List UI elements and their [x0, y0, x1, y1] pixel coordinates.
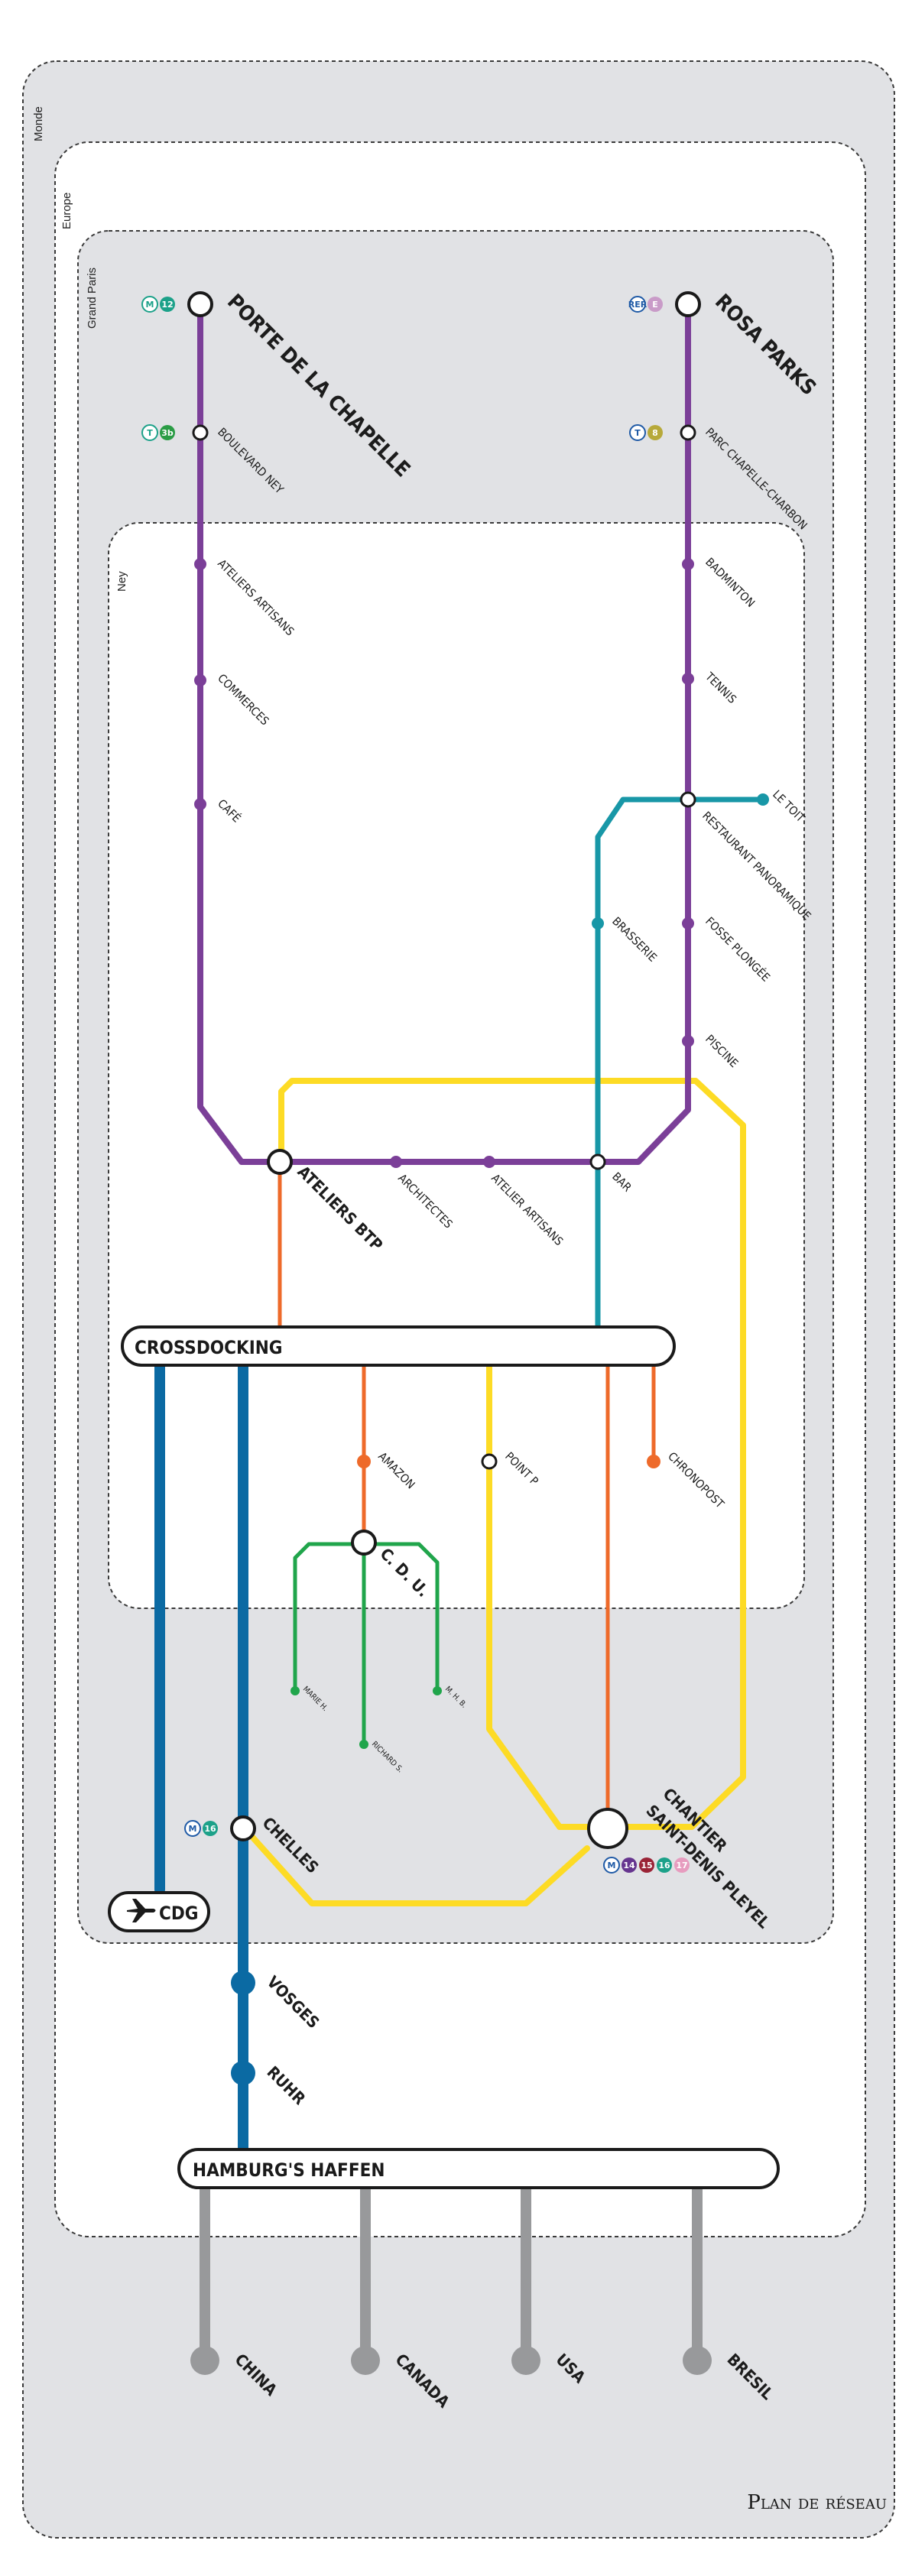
svg-text:14: 14 — [623, 1861, 635, 1870]
station-amazon — [357, 1455, 371, 1468]
zone-label-grand-paris: Grand Paris — [86, 268, 99, 329]
interchange-rosa-parks — [675, 291, 701, 317]
svg-text:12: 12 — [161, 300, 173, 310]
station-richard — [359, 1740, 368, 1749]
station-canada — [351, 2346, 380, 2375]
lines — [154, 304, 766, 2363]
zone-ney — [108, 522, 805, 1609]
station-dots — [187, 291, 769, 2375]
station-le-toit — [757, 793, 769, 806]
svg-text:8: 8 — [652, 428, 658, 438]
station-ruhr — [231, 2061, 255, 2085]
svg-text:3b: 3b — [161, 428, 174, 438]
interchange-parc-chapelle — [680, 424, 696, 441]
station-bresil — [683, 2346, 712, 2375]
svg-text:16: 16 — [204, 1824, 216, 1834]
station-piscine — [682, 1035, 694, 1047]
airplane-icon — [127, 1899, 156, 1922]
station-chronopost — [647, 1455, 660, 1468]
station-ateliers-artisans — [194, 558, 206, 570]
station-commerces — [194, 674, 206, 686]
svg-text:T: T — [147, 428, 153, 438]
svg-text:M: M — [189, 1824, 197, 1834]
interchange-point-p — [481, 1453, 498, 1470]
interchange-porte-de-la-chapelle — [187, 291, 213, 317]
badge-chelles-m: M — [184, 1820, 201, 1837]
badge-rosa_parks-rer: RER — [628, 296, 647, 313]
zone-label-ney: Ney — [115, 571, 128, 592]
legend-title: Plan de réseau — [747, 2491, 887, 2514]
interchange-boulevard-ney — [192, 424, 209, 441]
station-fosse — [682, 917, 694, 930]
station-tennis — [682, 673, 694, 685]
badge-boulevard_ney-3b: 3b — [160, 425, 175, 440]
svg-text:RER: RER — [628, 300, 647, 310]
svg-text:T: T — [635, 428, 641, 438]
zone-label-europe: Europe — [60, 193, 73, 229]
line-blue — [154, 1357, 248, 2161]
station-atelier-artisans — [483, 1156, 495, 1168]
hub-label-crossdocking: CROSSDOCKING — [135, 1337, 283, 1358]
interchange-chelles — [230, 1815, 256, 1841]
station-vosges — [231, 1971, 255, 1995]
badge-chelles-16: 16 — [203, 1821, 218, 1836]
station-brasserie — [592, 917, 604, 930]
line-orange — [277, 1160, 656, 1833]
badge-chantier-17: 17 — [674, 1857, 690, 1873]
badge-parc_chapelle-8: 8 — [647, 425, 663, 440]
interchange-restaurant — [680, 791, 696, 808]
line-yellow — [242, 1078, 746, 1906]
interchange-chantier — [587, 1808, 628, 1849]
svg-text:15: 15 — [641, 1861, 652, 1870]
line-gray — [200, 2154, 703, 2363]
interchange-ateliers-btp — [267, 1149, 293, 1175]
svg-text:E: E — [652, 300, 658, 310]
badge-parc_chapelle-t: T — [629, 424, 646, 441]
svg-text:16: 16 — [658, 1861, 670, 1870]
station-badminton — [682, 558, 694, 570]
line-teal — [595, 796, 766, 1332]
badge-chantier-m: M — [603, 1857, 620, 1874]
svg-text:17: 17 — [676, 1861, 687, 1870]
badge-rosa_parks-e: E — [647, 297, 663, 312]
badge-chantier-15: 15 — [639, 1857, 654, 1873]
station-mhb — [433, 1686, 442, 1695]
svg-text:M: M — [608, 1861, 616, 1870]
badge-porte_chapelle-12: 12 — [160, 297, 175, 312]
station-marie — [290, 1686, 300, 1695]
hub-label-hamburg: HAMBURG'S HAFFEN — [193, 2159, 385, 2181]
badge-chantier-14: 14 — [622, 1857, 637, 1873]
svg-text:M: M — [146, 300, 154, 310]
hub-crossdocking: CROSSDOCKING — [121, 1325, 676, 1367]
badge-porte_chapelle-m: M — [141, 296, 158, 313]
station-cafe — [194, 798, 206, 810]
hub-hamburg: HAMBURG'S HAFFEN — [177, 2148, 780, 2189]
zone-label-monde: Monde — [32, 106, 45, 141]
hub-label-cdg: CDG — [159, 1903, 199, 1924]
station-architectes — [390, 1156, 402, 1168]
interchange-bar — [589, 1153, 606, 1170]
badge-chantier-16: 16 — [657, 1857, 672, 1873]
badge-boulevard_ney-t: T — [141, 424, 158, 441]
station-china — [190, 2346, 219, 2375]
interchange-cdu — [351, 1530, 377, 1556]
station-usa — [511, 2346, 540, 2375]
hub-cdg: CDG — [108, 1891, 210, 1932]
line-purple — [197, 304, 691, 1165]
